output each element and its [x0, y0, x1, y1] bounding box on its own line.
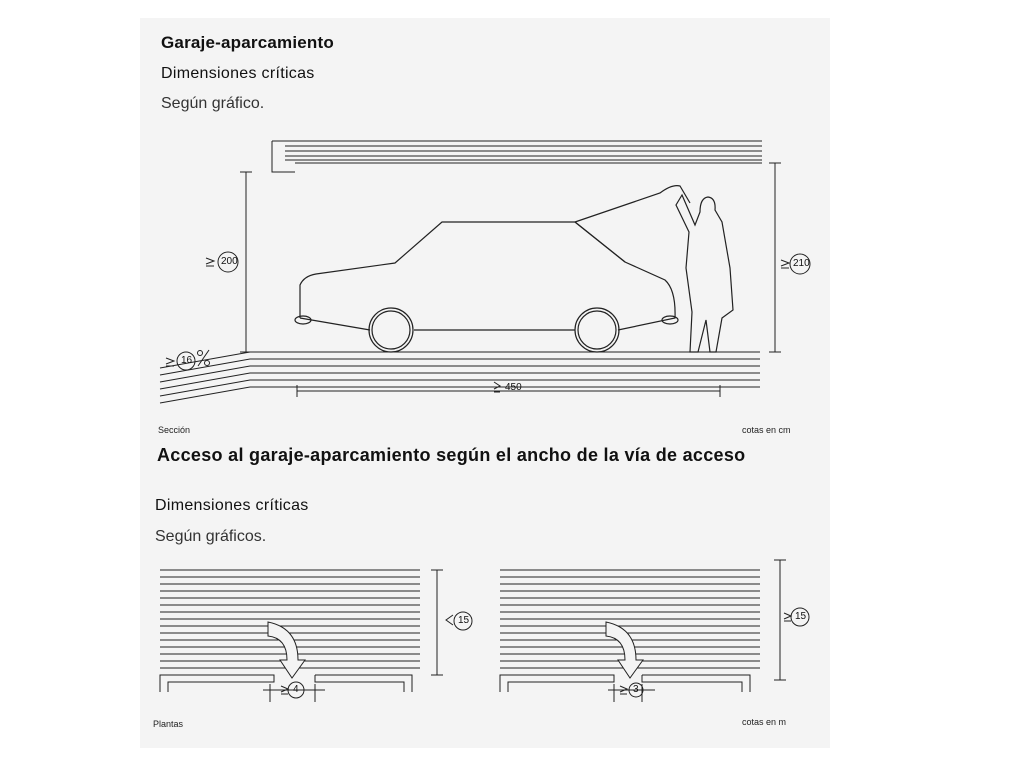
- section1-title: Garaje-aparcamiento: [161, 33, 334, 52]
- dim-road-right-value: 15: [795, 611, 807, 622]
- dim-height-left-value: 200: [221, 256, 238, 267]
- dim-height-right: [769, 162, 811, 353]
- dim-door-left-value: 4: [293, 684, 299, 695]
- section1-caption-right: cotas en cm: [742, 425, 791, 435]
- section1-text: Según gráfico.: [161, 95, 265, 112]
- dim-slope: [165, 349, 210, 371]
- section2-subtitle: Dimensiones críticas: [155, 497, 309, 514]
- plan-right: [499, 559, 810, 702]
- dim-door-right-value: 3: [633, 684, 639, 695]
- car-wheels: [368, 307, 620, 353]
- plan-left: [159, 569, 473, 702]
- section1-subtitle: Dimensiones críticas: [161, 65, 315, 82]
- dim-slope-value: 16: [181, 355, 193, 366]
- person-silhouette: [675, 193, 734, 353]
- section1-caption-left: Sección: [158, 425, 191, 435]
- dim-height-right-value: 210: [793, 258, 810, 269]
- floor-slab: [159, 351, 760, 404]
- dim-height-left: [205, 171, 252, 353]
- dim-length: [296, 381, 721, 397]
- section2-caption-right: cotas en m: [742, 717, 787, 727]
- dim-length-value: 450: [505, 382, 522, 393]
- dim-road-left-value: 15: [458, 615, 470, 626]
- car-outline: [294, 185, 691, 331]
- section2-title: Acceso al garaje-aparcamiento según el a…: [157, 445, 746, 465]
- section2-text: Según gráficos.: [155, 528, 267, 545]
- section2-caption-left: Plantas: [153, 719, 184, 729]
- ceiling-slab: [271, 140, 762, 173]
